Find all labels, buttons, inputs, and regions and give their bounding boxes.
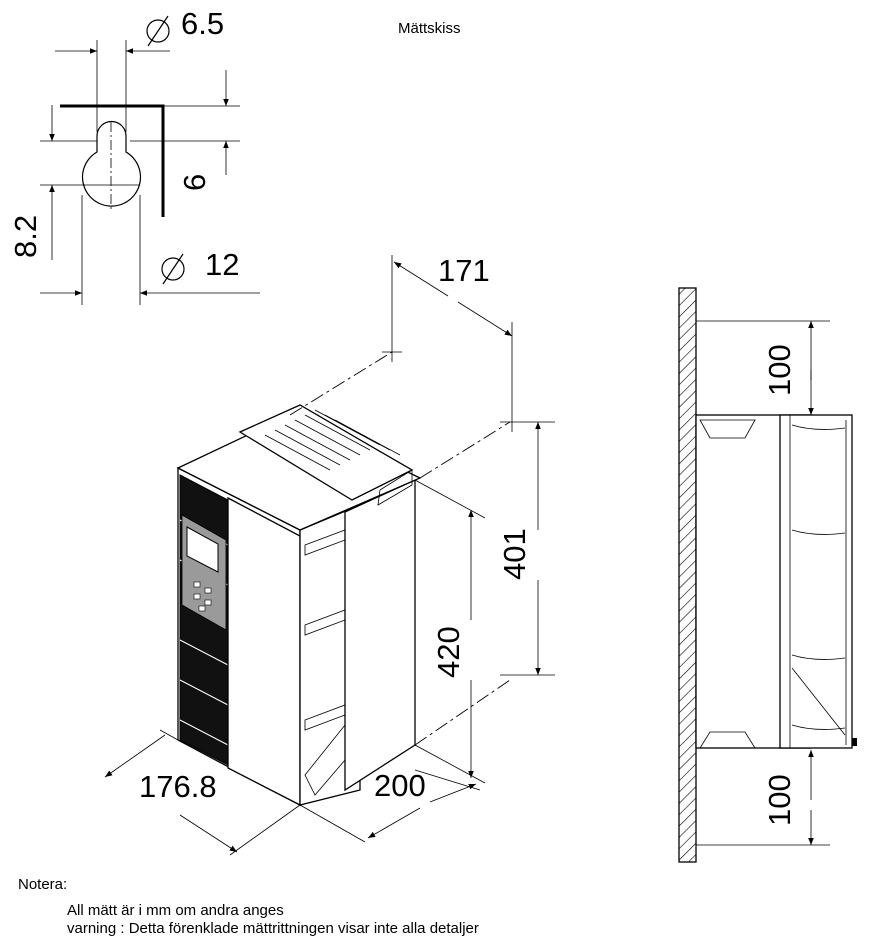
dim-hole-diameter: 6.5 (181, 6, 224, 41)
side-fins (791, 424, 846, 736)
side-depth-dimension: 200 (299, 768, 481, 843)
unit-isometric (176, 404, 422, 807)
keypad-buttons (193, 581, 212, 612)
diameter-symbol (161, 253, 185, 285)
dim-mount-height: 401 (497, 528, 532, 580)
dim-center-offset: 8.2 (8, 215, 43, 258)
side-brackets (304, 469, 413, 796)
dim-clearance-top: 100 (762, 344, 797, 396)
mounting-wall (678, 287, 697, 863)
side-connector (852, 738, 857, 746)
side-top-tab (699, 419, 756, 439)
width-dimension: 176.8 (104, 729, 301, 856)
notes-block: Notera: All mätt är i mm om andra anges … (18, 876, 479, 938)
display-screen (186, 526, 219, 573)
side-view: 100 100 (678, 287, 857, 863)
heatsink-fins (264, 409, 401, 471)
dim-height: 420 (431, 626, 466, 678)
projection-lines (289, 351, 511, 746)
dim-head-diameter: 12 (205, 247, 239, 282)
diameter-symbol (146, 15, 170, 47)
mount-height-dimension: 401 (497, 422, 555, 676)
depth-dimension: 171 (382, 253, 555, 432)
side-bottom-tab (699, 731, 756, 749)
dim-clearance-bottom: 100 (762, 774, 797, 826)
dim-depth: 171 (438, 253, 490, 288)
keyhole-detail: 6.5 6 8.2 12 (8, 6, 260, 305)
notes-heading: Notera: (18, 876, 68, 893)
bracket-edge (60, 104, 165, 217)
front-cover (227, 496, 301, 807)
keyhole-outline (81, 120, 142, 207)
note-warning: varning : Detta förenklade mättrittninge… (67, 920, 479, 937)
dim-width: 176.8 (139, 769, 217, 804)
dim-slot-offset: 6 (177, 174, 212, 191)
height-dimension: 420 (414, 479, 486, 784)
heatsink-side (344, 478, 416, 792)
note-units: All mätt är i mm om andra anges (67, 902, 284, 919)
dim-side-depth: 200 (374, 768, 426, 803)
drawing-title: Mättskiss (398, 20, 461, 37)
side-heatsink (779, 414, 853, 749)
